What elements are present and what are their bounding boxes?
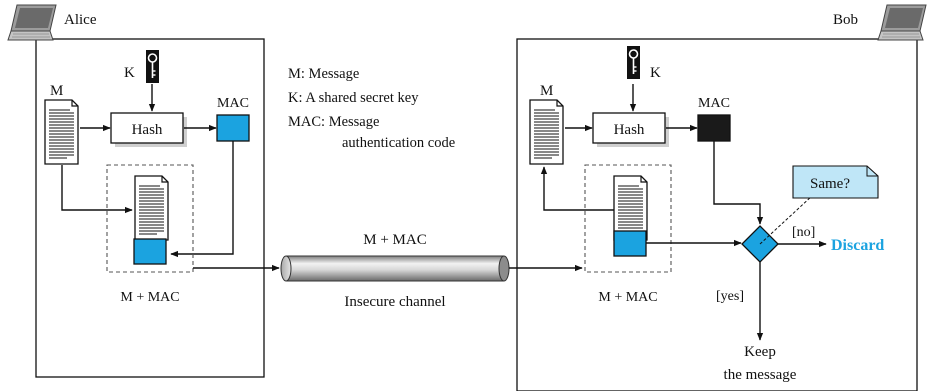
bob-frame [516,38,918,391]
no-label: [no] [792,225,815,240]
channel-label: Insecure channel [344,294,445,310]
keep-label-line1: Keep [744,344,776,360]
bob-bundle-label: M + MAC [598,290,657,305]
laptop-icon [7,4,57,41]
alice-message-label: M [50,83,63,99]
alice-bundle-box [106,164,194,273]
keep-label-line2: the message [724,367,797,383]
alice-hash-label: Hash [132,122,163,138]
bob-hash-box [592,112,666,144]
bob-message-label: M [540,83,553,99]
same-callout [792,165,879,199]
alice-frame [35,38,265,378]
discard-label: Discard [831,237,884,254]
alice-mac-label: MAC [217,96,249,111]
bob-bundle-box [584,164,672,273]
bob-mac-box [697,114,731,142]
alice-label: Alice [64,12,97,28]
document-icon [44,99,79,165]
alice-mac-box [216,114,250,142]
key-icon [145,49,160,84]
alice-bundle-mac [133,238,167,265]
alice-hash-box [110,112,184,144]
insecure-channel-pipe [280,255,510,282]
bob-key-label: K [650,65,661,81]
alice-bundle-label: M + MAC [120,290,179,305]
legend-item: K: A shared secret key [288,90,419,106]
bob-label: Bob [833,12,858,28]
document-icon [529,99,564,165]
legend: M: Message K: A shared secret key MAC: M… [288,66,455,151]
yes-label: [yes] [716,289,744,304]
bob-bundle-mac [613,230,647,257]
channel-payload-label: M + MAC [363,232,426,248]
bob-hash-label: Hash [614,122,645,138]
same-label: Same? [810,176,850,192]
legend-item: M: Message [288,66,359,82]
legend-item: authentication code [342,135,455,151]
alice-key-label: K [124,65,135,81]
legend-item: MAC: Message [288,114,379,130]
key-icon [626,45,641,80]
laptop-icon [877,4,927,41]
document-icon [134,175,169,241]
bob-mac-label: MAC [698,96,730,111]
